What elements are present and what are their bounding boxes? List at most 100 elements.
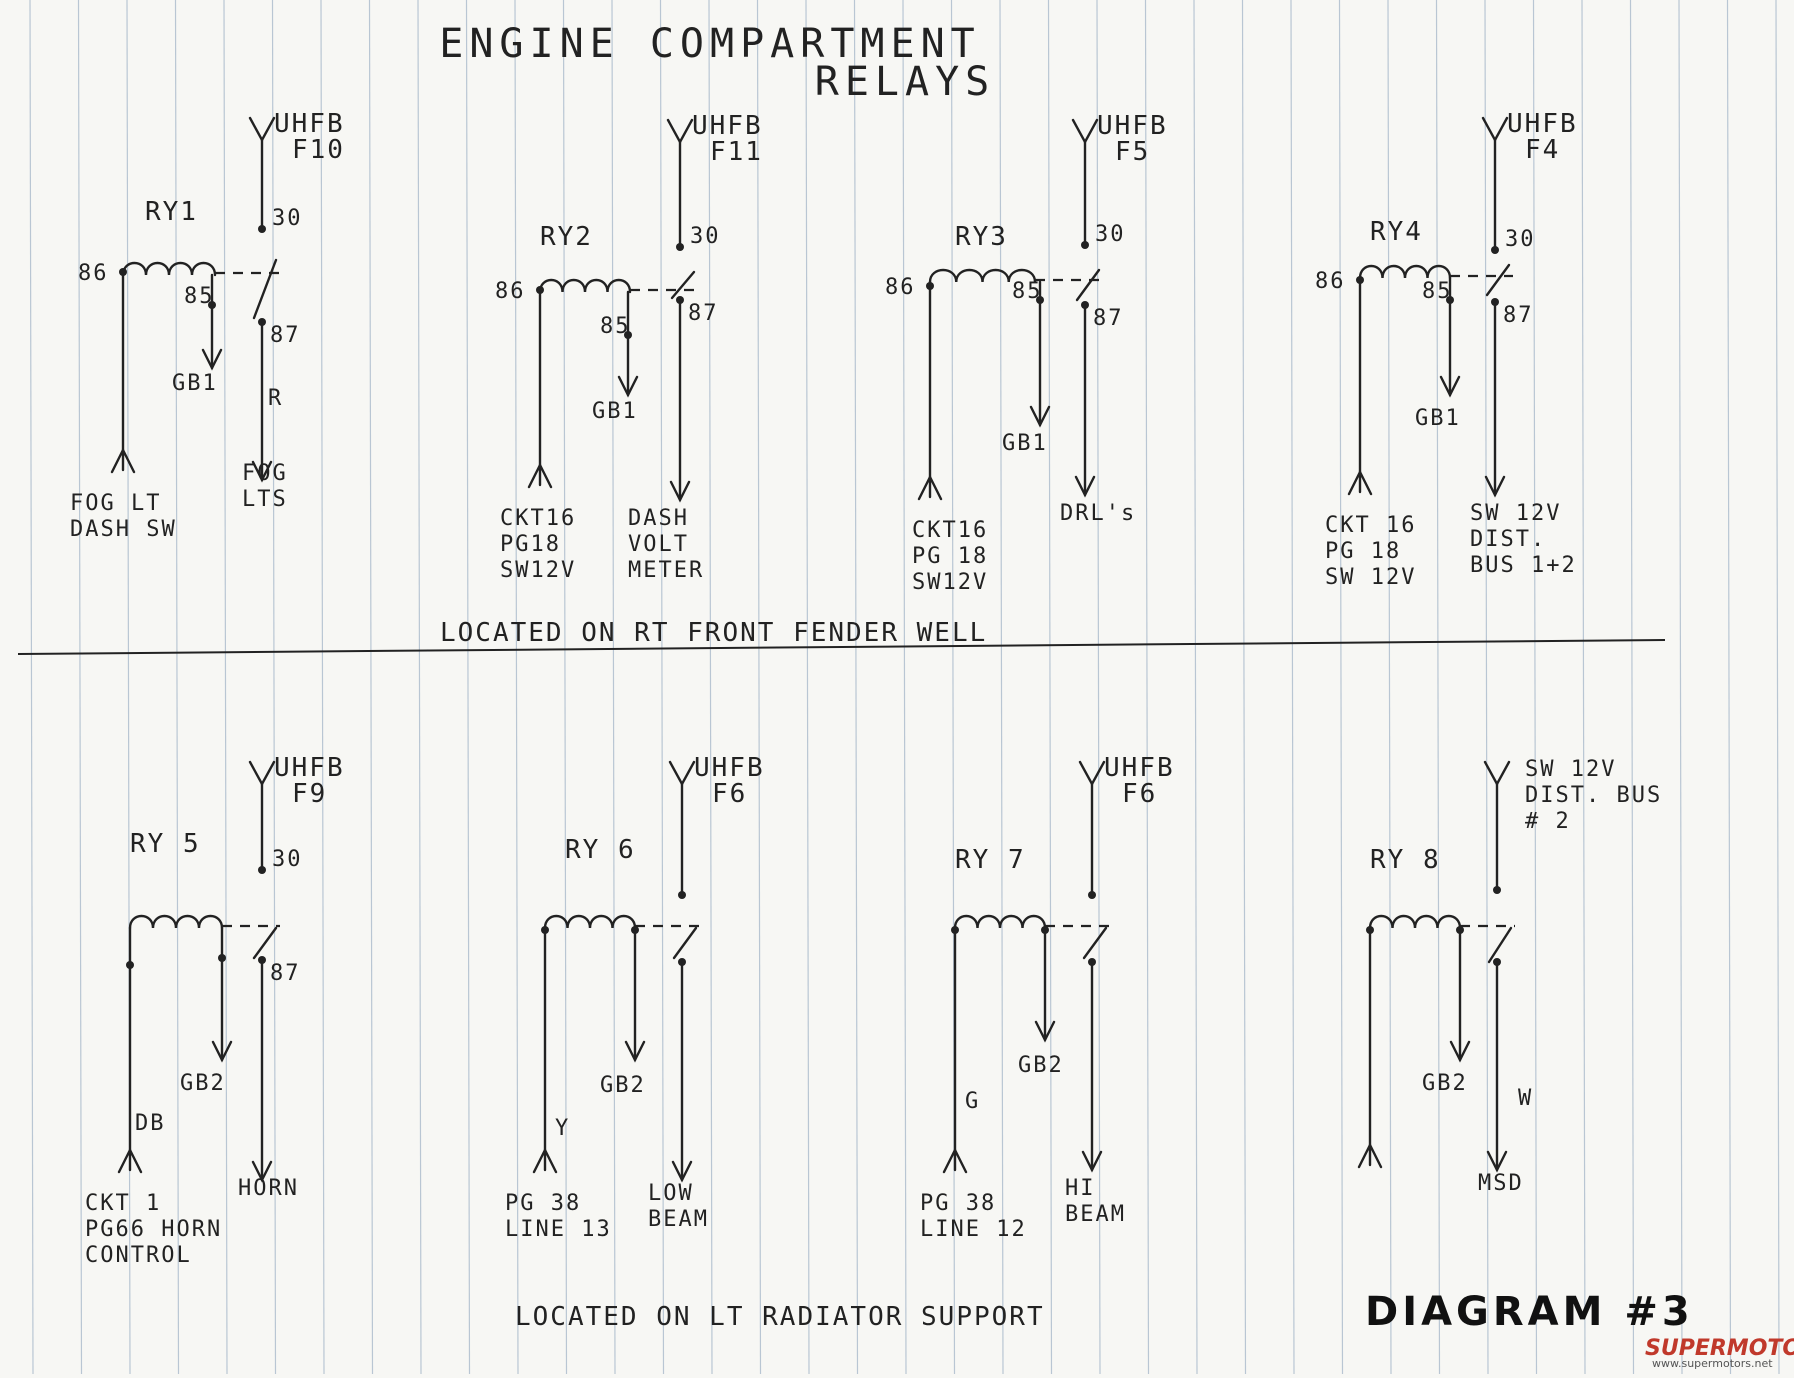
output-arrow: [251, 460, 273, 483]
paper-rule-line: [999, 0, 1004, 1375]
source-label: UHFB: [694, 753, 765, 783]
control-label: SW12V: [912, 570, 988, 595]
source-fork: [248, 116, 276, 143]
output-arrow: [1484, 475, 1506, 498]
ground-label: GB1: [1415, 406, 1461, 431]
control-fork: [527, 462, 553, 489]
title-line-2: RELAYS: [815, 59, 996, 105]
relay-name: RY2: [540, 222, 593, 252]
switch-contact: [1075, 268, 1101, 302]
paper-rule-line: [902, 0, 907, 1375]
pin-87-label: 87: [270, 961, 301, 986]
source-fork: [668, 760, 696, 787]
paper-rule-line: [465, 0, 471, 1375]
load-label: DRL's: [1060, 501, 1136, 526]
control-label: PG 18: [1325, 539, 1401, 564]
switch-contact: [1485, 263, 1511, 297]
control-label: CKT 16: [1325, 513, 1416, 538]
paper-rule-line: [1387, 0, 1392, 1375]
ground-label: GB1: [592, 399, 638, 424]
paper-rule-line: [1775, 0, 1780, 1375]
source-fork: [1078, 760, 1106, 787]
control-label: PG 38: [920, 1191, 996, 1216]
paper-rule-line: [1532, 0, 1538, 1375]
paper-rule-line: [659, 0, 665, 1375]
control-label: LINE 13: [505, 1217, 612, 1242]
ground-arrow: [211, 1040, 233, 1063]
pin-85-dot: [1036, 296, 1044, 304]
control-fork: [1357, 1142, 1383, 1169]
source-label: F4: [1525, 135, 1560, 165]
relay-name: RY 6: [565, 835, 636, 865]
control-fork: [532, 1147, 558, 1174]
ground-arrow: [201, 348, 223, 371]
control-label: SW 12V: [1325, 565, 1416, 590]
paper-rule-line: [1726, 0, 1732, 1375]
pin-85-dot: [218, 954, 226, 962]
relay-2: RY2UHFBF1130878685GB1DASHVOLTMETERCKT16P…: [495, 111, 761, 583]
paper-rule-line: [708, 0, 713, 1375]
relay-name: RY 7: [955, 845, 1026, 875]
source-label: UHFB: [1097, 111, 1168, 141]
paper-rule-line: [1435, 0, 1441, 1375]
source-label: F5: [1115, 137, 1150, 167]
relay-name: RY4: [1370, 217, 1423, 247]
ground-label: GB2: [180, 1071, 226, 1096]
pin-30-dot: [258, 225, 266, 233]
pin-30-dot: [1493, 886, 1501, 894]
wire-color-label: R: [268, 386, 283, 411]
load-label: HI: [1065, 1176, 1096, 1201]
wire-color-label: Y: [555, 1116, 570, 1141]
ground-label: GB2: [600, 1073, 646, 1098]
paper-rule-line: [1338, 0, 1344, 1375]
ground-label: GB2: [1018, 1053, 1064, 1078]
watermark-url: www.supermotors.net: [1652, 1357, 1773, 1370]
paper-rule-line: [756, 0, 762, 1375]
source-label: UHFB: [274, 753, 345, 783]
load-label: DASH: [628, 506, 689, 531]
pin-85-dot: [1456, 926, 1464, 934]
pin-87-label: 87: [688, 301, 719, 326]
paper-rule-line: [562, 0, 568, 1375]
load-label: HORN: [238, 1176, 299, 1201]
paper-rule-line: [417, 0, 422, 1375]
pin-30-dot: [1088, 891, 1096, 899]
relay-coil: [1368, 914, 1462, 930]
paper-rule-line: [368, 0, 374, 1375]
paper-rule-line: [1241, 0, 1247, 1375]
load-label: BEAM: [648, 1207, 709, 1232]
paper-rule-line: [611, 0, 616, 1375]
ground-arrow: [1439, 375, 1461, 398]
output-arrow: [1081, 1150, 1103, 1173]
pin-30-label: 30: [1095, 222, 1126, 247]
ground-label: GB1: [172, 371, 218, 396]
pin-86-label: 86: [885, 275, 916, 300]
paper-rule-line: [1193, 0, 1198, 1375]
output-arrow: [671, 1160, 693, 1183]
paper-rule-line: [1581, 0, 1586, 1375]
source-label: F9: [292, 779, 327, 809]
section-divider: [17, 639, 1666, 655]
source-label: UHFB: [1507, 109, 1578, 139]
load-label: LOW: [648, 1181, 694, 1206]
relay-coil: [543, 914, 637, 930]
wire-color-label: G: [965, 1089, 980, 1114]
pin-30-label: 30: [1505, 227, 1536, 252]
output-arrow: [1486, 1150, 1508, 1173]
source-fork: [1071, 118, 1099, 145]
load-label: SW 12V: [1470, 501, 1561, 526]
load-label: FOG: [242, 461, 288, 486]
source-fork: [1483, 760, 1511, 787]
control-label: CKT16: [912, 518, 988, 543]
pin-30-label: 30: [690, 224, 721, 249]
control-fork: [942, 1147, 968, 1174]
title-line-1: ENGINE COMPARTMENT: [439, 21, 980, 67]
relay-coil: [1358, 264, 1452, 280]
switch-contact: [670, 270, 696, 300]
load-label: METER: [628, 558, 704, 583]
pin-85-label: 85: [1422, 279, 1453, 304]
paper-rule-line: [77, 0, 83, 1375]
